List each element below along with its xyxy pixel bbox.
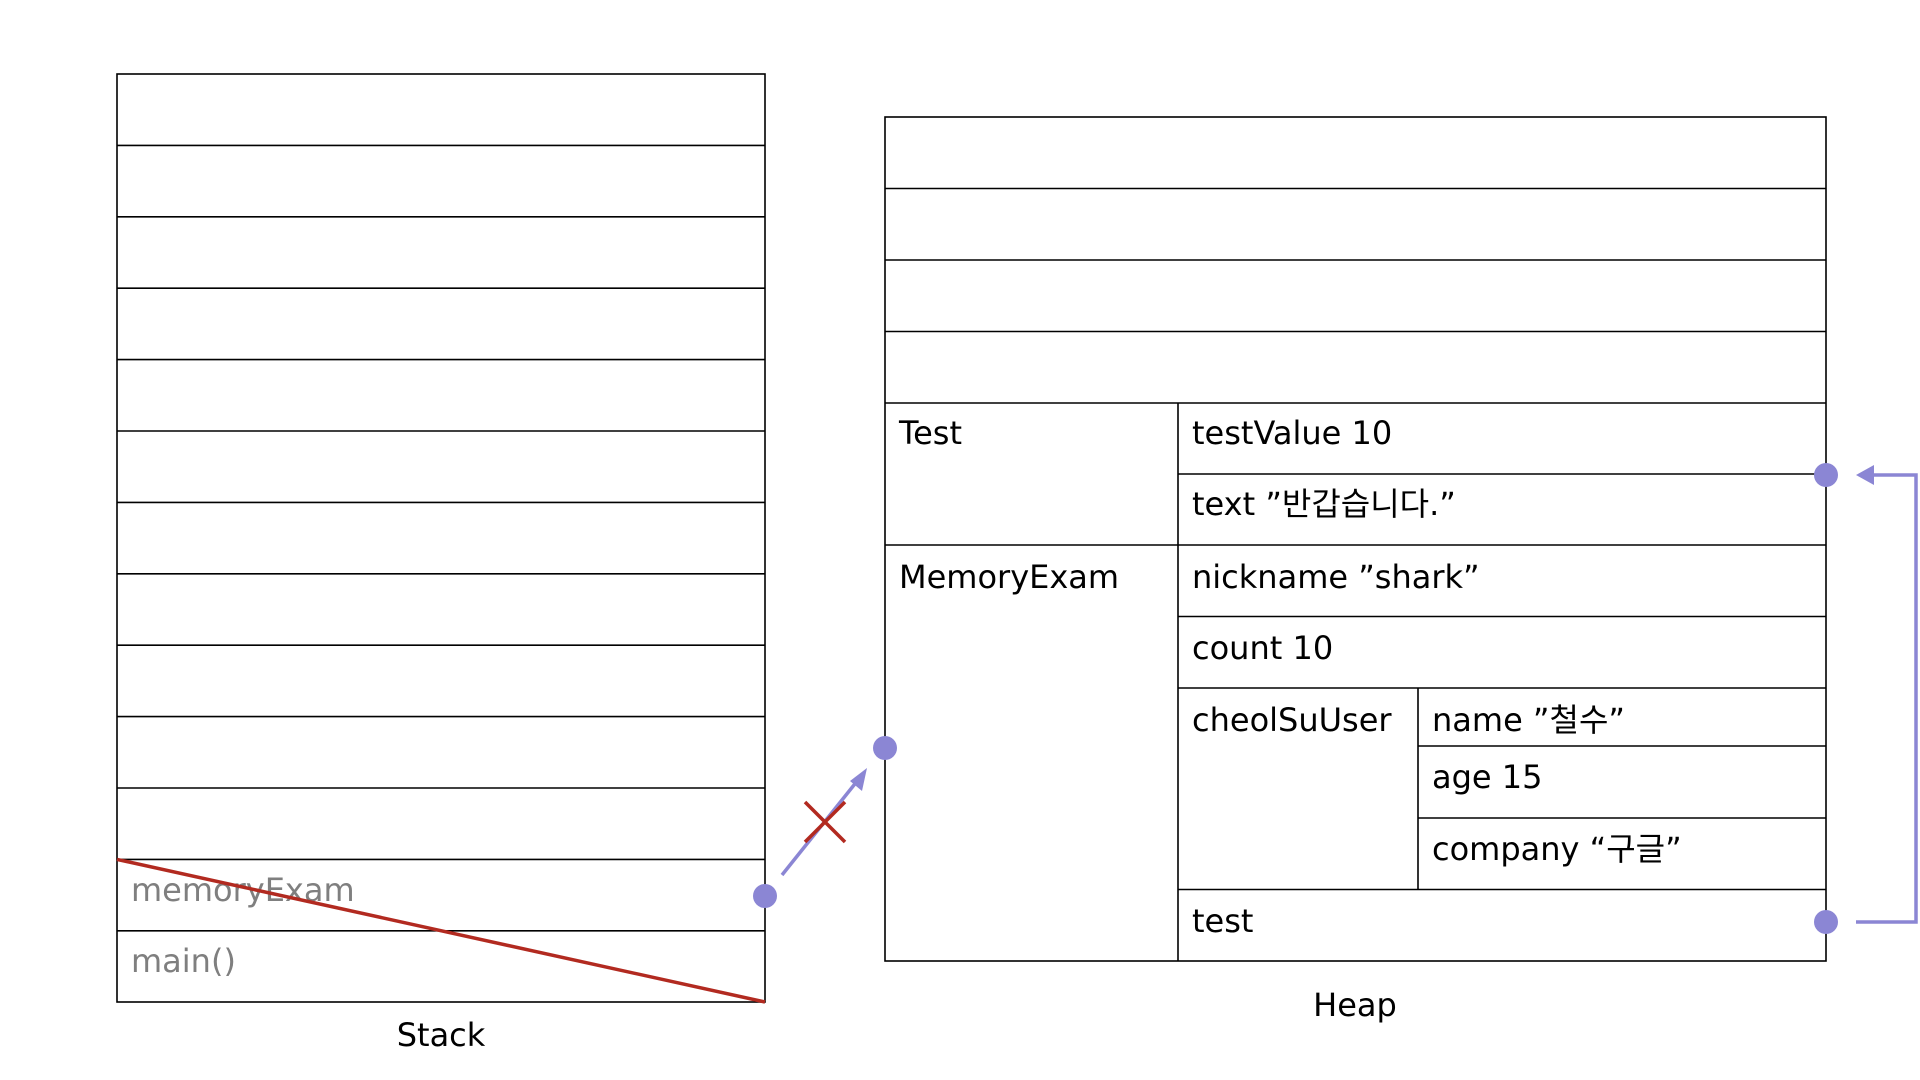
heap-region: Test testValue 10 text ”반갑습니다.” MemoryEx… [884,116,1827,1024]
popped-frames-strike [116,857,766,1004]
heap-caption: Heap [1313,986,1397,1024]
reference-dot-heap-memoryexam [873,736,897,760]
cheolsu-field-company: company “구글” [1432,830,1682,868]
test-field-testvalue: testValue 10 [1192,414,1392,452]
reference-arrow-head [850,768,867,791]
memoryexam-class-label: MemoryExam [899,558,1119,596]
field-test: test [1192,902,1253,940]
stack-outline [116,73,766,1003]
field-cheolsuuser: cheolSuUser [1192,701,1392,739]
stack-caption: Stack [397,1016,486,1054]
test-class-label: Test [898,414,962,452]
reference-dot-field-test [1814,910,1838,934]
heap-object-memoryexam: MemoryExam nickname ”shark” count 10 che… [899,545,1826,961]
field-count: count 10 [1192,629,1333,667]
cheolsu-field-name: name ”철수” [1432,701,1625,739]
field-nickname: nickname ”shark” [1192,558,1480,596]
stack-region: memoryExam main() Stack [116,73,766,1054]
heap-empty-dividers [885,187,1826,404]
stack-frame-main: main() [131,942,236,980]
stack-slot-dividers [117,144,765,932]
reference-removed-x-icon [803,800,847,844]
cheolsu-field-age: age 15 [1432,758,1543,796]
heap-outline [884,116,1827,962]
reference-dot-stack-memoryexam [753,884,777,908]
reference-test-arrow-head [1856,465,1874,485]
reference-dot-test-object [1814,463,1838,487]
references [753,463,1918,934]
heap-object-test: Test testValue 10 text ”반갑습니다.” [885,403,1826,546]
test-field-text: text ”반갑습니다.” [1192,485,1456,523]
reference-test-connector [1856,473,1918,924]
